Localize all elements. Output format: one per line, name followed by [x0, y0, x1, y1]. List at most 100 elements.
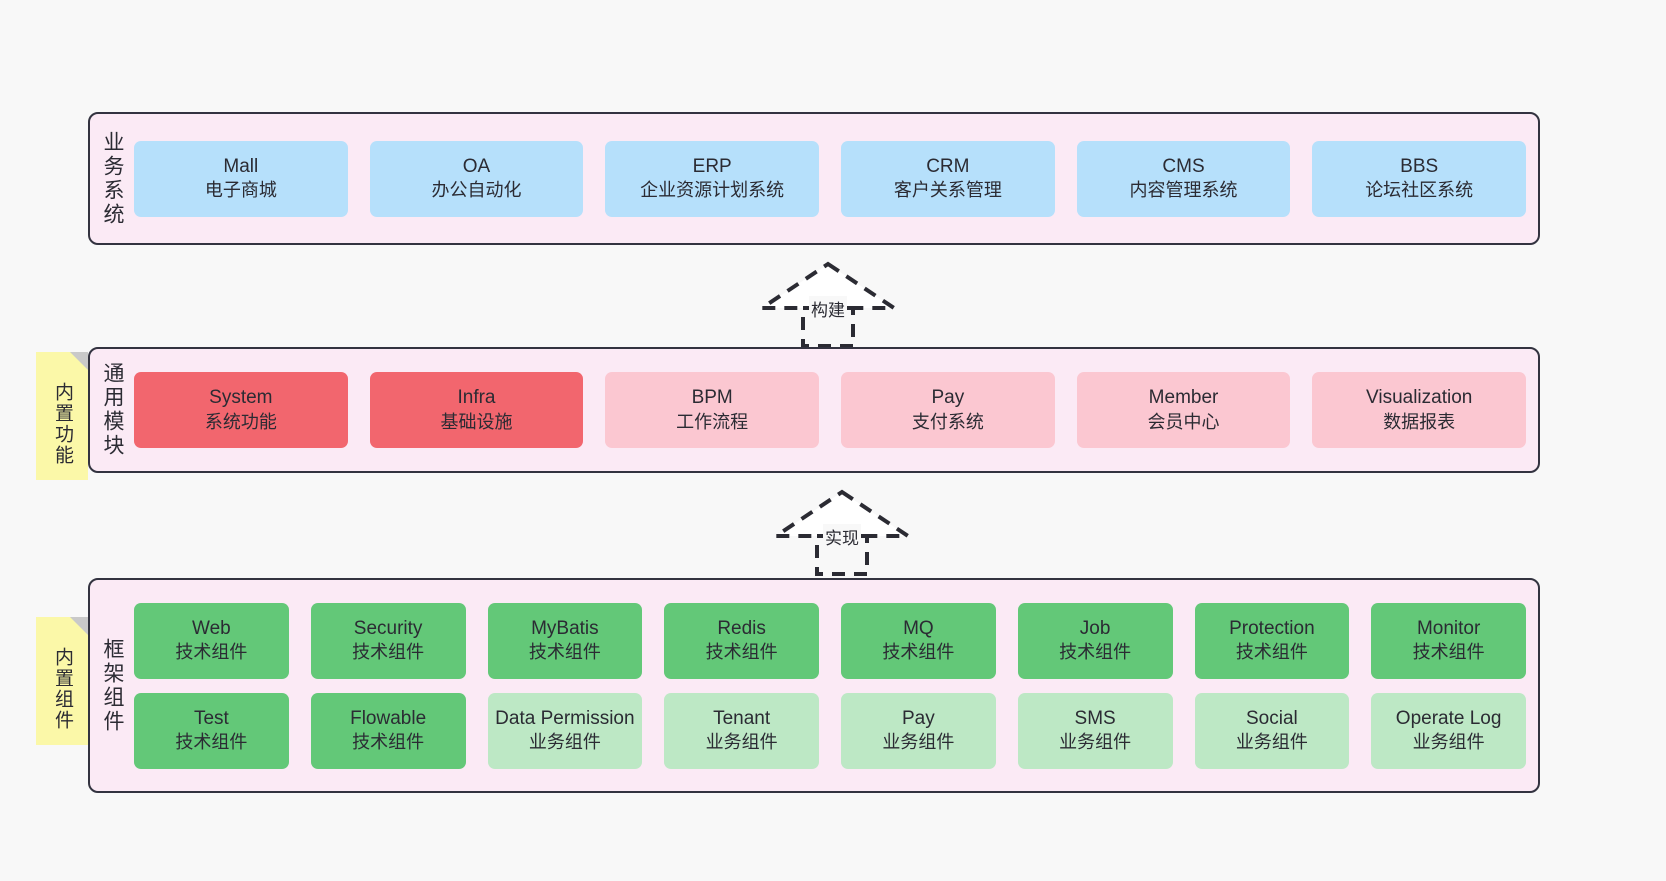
card-subtitle: 内容管理系统: [1129, 180, 1238, 201]
card-subtitle: 支付系统: [911, 411, 984, 432]
card-subtitle: 技术组件: [352, 732, 425, 753]
card-title: CRM: [926, 155, 970, 177]
card-oa[interactable]: OA 办公自动化: [369, 140, 584, 217]
connector-implement: 实现: [769, 489, 915, 576]
card-monitor[interactable]: Monitor 技术组件: [1371, 602, 1526, 679]
card-title: SMS: [1074, 707, 1116, 729]
card-subtitle: 业务组件: [882, 732, 955, 753]
card-title: OA: [462, 155, 491, 177]
layer-body-framework-component: Web 技术组件 Security 技术组件 MyBatis 技术组件 Redi…: [134, 580, 1538, 791]
card-protection[interactable]: Protection 技术组件: [1194, 602, 1350, 679]
card-subtitle: 系统功能: [204, 411, 277, 432]
card-crm[interactable]: CRM 客户关系管理: [841, 140, 1055, 217]
card-title: Pay: [902, 707, 935, 729]
card-title: Web: [192, 617, 231, 639]
sticky-note-builtin-function: 内置功能: [36, 352, 88, 480]
card-title: System: [209, 387, 273, 409]
card-infra[interactable]: Infra 基础设施: [369, 372, 584, 448]
card-member[interactable]: Member 会员中心: [1076, 372, 1291, 448]
card-title: Flowable: [350, 707, 427, 729]
card-subtitle: 技术组件: [352, 642, 425, 663]
card-data-permission[interactable]: Data Permission 业务组件: [487, 692, 643, 769]
card-security[interactable]: Security 技术组件: [310, 602, 466, 679]
card-title: Protection: [1229, 617, 1315, 639]
layer-title-common-module: 通用模块: [101, 362, 125, 458]
card-test[interactable]: Test 技术组件: [134, 692, 289, 769]
card-subtitle: 业务组件: [528, 732, 601, 753]
card-subtitle: 办公自动化: [431, 180, 522, 201]
card-title: ERP: [692, 155, 732, 177]
card-system[interactable]: System 系统功能: [134, 372, 348, 448]
card-subtitle: 业务组件: [1059, 732, 1132, 753]
card-subtitle: 技术组件: [175, 732, 248, 753]
card-title: Mall: [223, 155, 259, 177]
card-title: Redis: [717, 617, 766, 639]
card-title: MyBatis: [531, 617, 599, 639]
card-subtitle: 技术组件: [1235, 642, 1308, 663]
card-subtitle: 业务组件: [1235, 732, 1308, 753]
card-mq[interactable]: MQ 技术组件: [841, 602, 996, 679]
card-cms[interactable]: CMS 内容管理系统: [1076, 140, 1291, 217]
card-row: Mall 电子商城 OA 办公自动化 ERP 企业资源计划系统 CRM 客户关系…: [134, 140, 1527, 217]
card-title: Monitor: [1416, 617, 1481, 639]
card-row: System 系统功能 Infra 基础设施 BPM 工作流程 Pay 支付系统…: [134, 372, 1527, 448]
card-title: Operate Log: [1395, 707, 1502, 729]
card-title: Social: [1246, 707, 1298, 729]
card-subtitle: 电子商城: [204, 180, 277, 201]
card-sms[interactable]: SMS 业务组件: [1017, 692, 1173, 769]
card-pay-business[interactable]: Pay 业务组件: [841, 692, 996, 769]
card-operate-log[interactable]: Operate Log 业务组件: [1371, 692, 1526, 769]
card-erp[interactable]: ERP 企业资源计划系统: [605, 140, 820, 217]
layer-body-business-system: Mall 电子商城 OA 办公自动化 ERP 企业资源计划系统 CRM 客户关系…: [134, 114, 1538, 243]
card-title: Pay: [931, 387, 965, 409]
card-bpm[interactable]: BPM 工作流程: [605, 372, 820, 448]
card-title: Data Permission: [495, 707, 635, 729]
card-title: Infra: [457, 387, 496, 409]
card-subtitle: 会员中心: [1147, 411, 1220, 432]
card-row: Test 技术组件 Flowable 技术组件 Data Permission …: [134, 692, 1526, 769]
card-title: BBS: [1400, 155, 1439, 177]
card-visualization[interactable]: Visualization 数据报表: [1312, 372, 1527, 448]
connector-label: 实现: [823, 524, 861, 549]
card-title: Security: [353, 617, 423, 639]
card-row: Web 技术组件 Security 技术组件 MyBatis 技术组件 Redi…: [134, 602, 1526, 679]
note-label: 内置组件: [51, 647, 73, 731]
card-subtitle: 技术组件: [1412, 642, 1485, 663]
card-subtitle: 工作流程: [676, 411, 749, 432]
card-title: Tenant: [713, 707, 771, 729]
connector-build: 构建: [755, 261, 901, 348]
card-flowable[interactable]: Flowable 技术组件: [310, 692, 466, 769]
card-mall[interactable]: Mall 电子商城: [134, 140, 348, 217]
card-subtitle: 技术组件: [1059, 642, 1132, 663]
card-mybatis[interactable]: MyBatis 技术组件: [487, 602, 643, 679]
sticky-note-builtin-component: 内置组件: [36, 617, 88, 745]
card-tenant[interactable]: Tenant 业务组件: [664, 692, 819, 769]
card-title: Visualization: [1366, 387, 1473, 409]
card-social[interactable]: Social 业务组件: [1194, 692, 1350, 769]
layer-common-module: 通用模块 System 系统功能 Infra 基础设施 BPM 工作流程 Pay…: [88, 347, 1540, 473]
card-subtitle: 业务组件: [705, 732, 778, 753]
card-subtitle: 基础设施: [440, 411, 513, 432]
card-subtitle: 论坛社区系统: [1365, 180, 1474, 201]
card-subtitle: 技术组件: [528, 642, 601, 663]
card-redis[interactable]: Redis 技术组件: [664, 602, 819, 679]
card-subtitle: 数据报表: [1383, 411, 1456, 432]
card-subtitle: 技术组件: [882, 642, 955, 663]
card-title: MQ: [903, 617, 934, 639]
layer-business-system: 业务系统 Mall 电子商城 OA 办公自动化 ERP 企业资源计划系统 CRM…: [88, 112, 1540, 245]
connector-label: 构建: [809, 296, 847, 321]
card-subtitle: 技术组件: [175, 642, 248, 663]
card-subtitle: 企业资源计划系统: [640, 180, 785, 201]
generalization-arrowhead: [755, 261, 901, 310]
card-bbs[interactable]: BBS 论坛社区系统: [1312, 140, 1527, 217]
card-subtitle: 客户关系管理: [893, 180, 1002, 201]
card-pay[interactable]: Pay 支付系统: [841, 372, 1055, 448]
card-title: Member: [1148, 387, 1219, 409]
layer-title-framework-component: 框架组件: [101, 637, 125, 734]
card-subtitle: 技术组件: [705, 642, 778, 663]
card-job[interactable]: Job 技术组件: [1017, 602, 1173, 679]
card-title: BPM: [691, 387, 733, 409]
layer-body-common-module: System 系统功能 Infra 基础设施 BPM 工作流程 Pay 支付系统…: [134, 349, 1538, 471]
card-web[interactable]: Web 技术组件: [134, 602, 289, 679]
